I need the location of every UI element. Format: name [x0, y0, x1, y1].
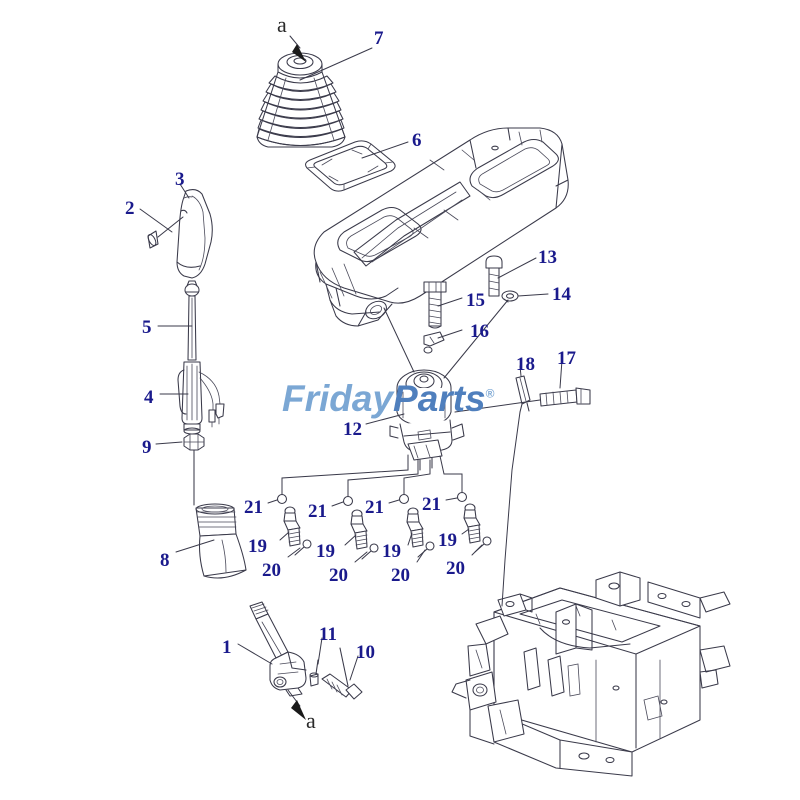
part-10-hex-bolt — [321, 647, 363, 700]
part-12-valve-body — [389, 369, 465, 471]
callout-7[interactable]: 7 — [374, 28, 384, 49]
callout-19-c[interactable]: 19 — [382, 541, 401, 562]
manifold-port-lines — [276, 454, 468, 507]
leader-lines — [139, 47, 563, 681]
callout-21-a[interactable]: 21 — [244, 497, 263, 518]
part-13-shoulder-bolt — [485, 255, 503, 297]
callout-19-a[interactable]: 19 — [248, 536, 267, 557]
part-16-clamp-bracket — [423, 331, 445, 354]
part-19-valve-fittings — [283, 503, 481, 550]
callout-17[interactable]: 17 — [557, 348, 576, 369]
callout-21-d[interactable]: 21 — [422, 494, 441, 515]
callout-21-b[interactable]: 21 — [308, 501, 327, 522]
frame-bracket-assembly — [451, 571, 731, 777]
callout-19-d[interactable]: 19 — [438, 530, 457, 551]
callout-4[interactable]: 4 — [144, 387, 154, 408]
callout-14[interactable]: 14 — [552, 284, 571, 305]
callout-20-b[interactable]: 20 — [329, 565, 348, 586]
part-7-rubber-boot — [256, 52, 346, 148]
part-8-lower-bellows — [193, 469, 247, 579]
part-20-ball-pins — [294, 536, 492, 560]
callout-6[interactable]: 6 — [412, 130, 422, 151]
part-9-lock-nut — [183, 433, 205, 471]
callout-11[interactable]: 11 — [319, 624, 337, 645]
part-15-stud-bolt — [423, 281, 447, 329]
callout-8[interactable]: 8 — [160, 550, 170, 571]
callout-12[interactable]: 12 — [343, 419, 362, 440]
console-body — [313, 127, 569, 327]
callout-16[interactable]: 16 — [470, 321, 489, 342]
part-2-plug-pin — [147, 216, 184, 249]
callout-20-d[interactable]: 20 — [446, 558, 465, 579]
part-11-washer-pin — [309, 659, 319, 687]
callout-15[interactable]: 15 — [466, 290, 485, 311]
part-18-spacer-plate — [515, 375, 531, 413]
callout-19-b[interactable]: 19 — [316, 541, 335, 562]
part-3-grip-cover — [176, 189, 213, 279]
section-marker-a-bottom: a — [306, 708, 316, 733]
callout-2[interactable]: 2 — [125, 198, 135, 219]
section-marker-a-top: a — [277, 12, 287, 37]
part-1-control-lever — [249, 601, 307, 697]
part-14-washer — [501, 290, 519, 303]
part-6-console-gasket — [305, 140, 396, 192]
assembly-line-18-to-bracket — [501, 411, 521, 607]
part-4-wiring-harness — [177, 361, 225, 435]
callout-20-a[interactable]: 20 — [262, 560, 281, 581]
callout-5[interactable]: 5 — [142, 317, 152, 338]
section-arrow-top — [289, 35, 306, 62]
callout-9[interactable]: 9 — [142, 437, 152, 458]
callout-20-c[interactable]: 20 — [391, 565, 410, 586]
callout-21-c[interactable]: 21 — [365, 497, 384, 518]
callout-18[interactable]: 18 — [516, 354, 535, 375]
part-5-lever-rod — [184, 280, 200, 361]
section-arrow-bottom — [287, 689, 306, 720]
callout-10[interactable]: 10 — [356, 642, 375, 663]
callout-13[interactable]: 13 — [538, 247, 557, 268]
callout-3[interactable]: 3 — [175, 169, 185, 190]
callout-1[interactable]: 1 — [222, 637, 232, 658]
part-17-hex-bolt — [539, 387, 591, 407]
